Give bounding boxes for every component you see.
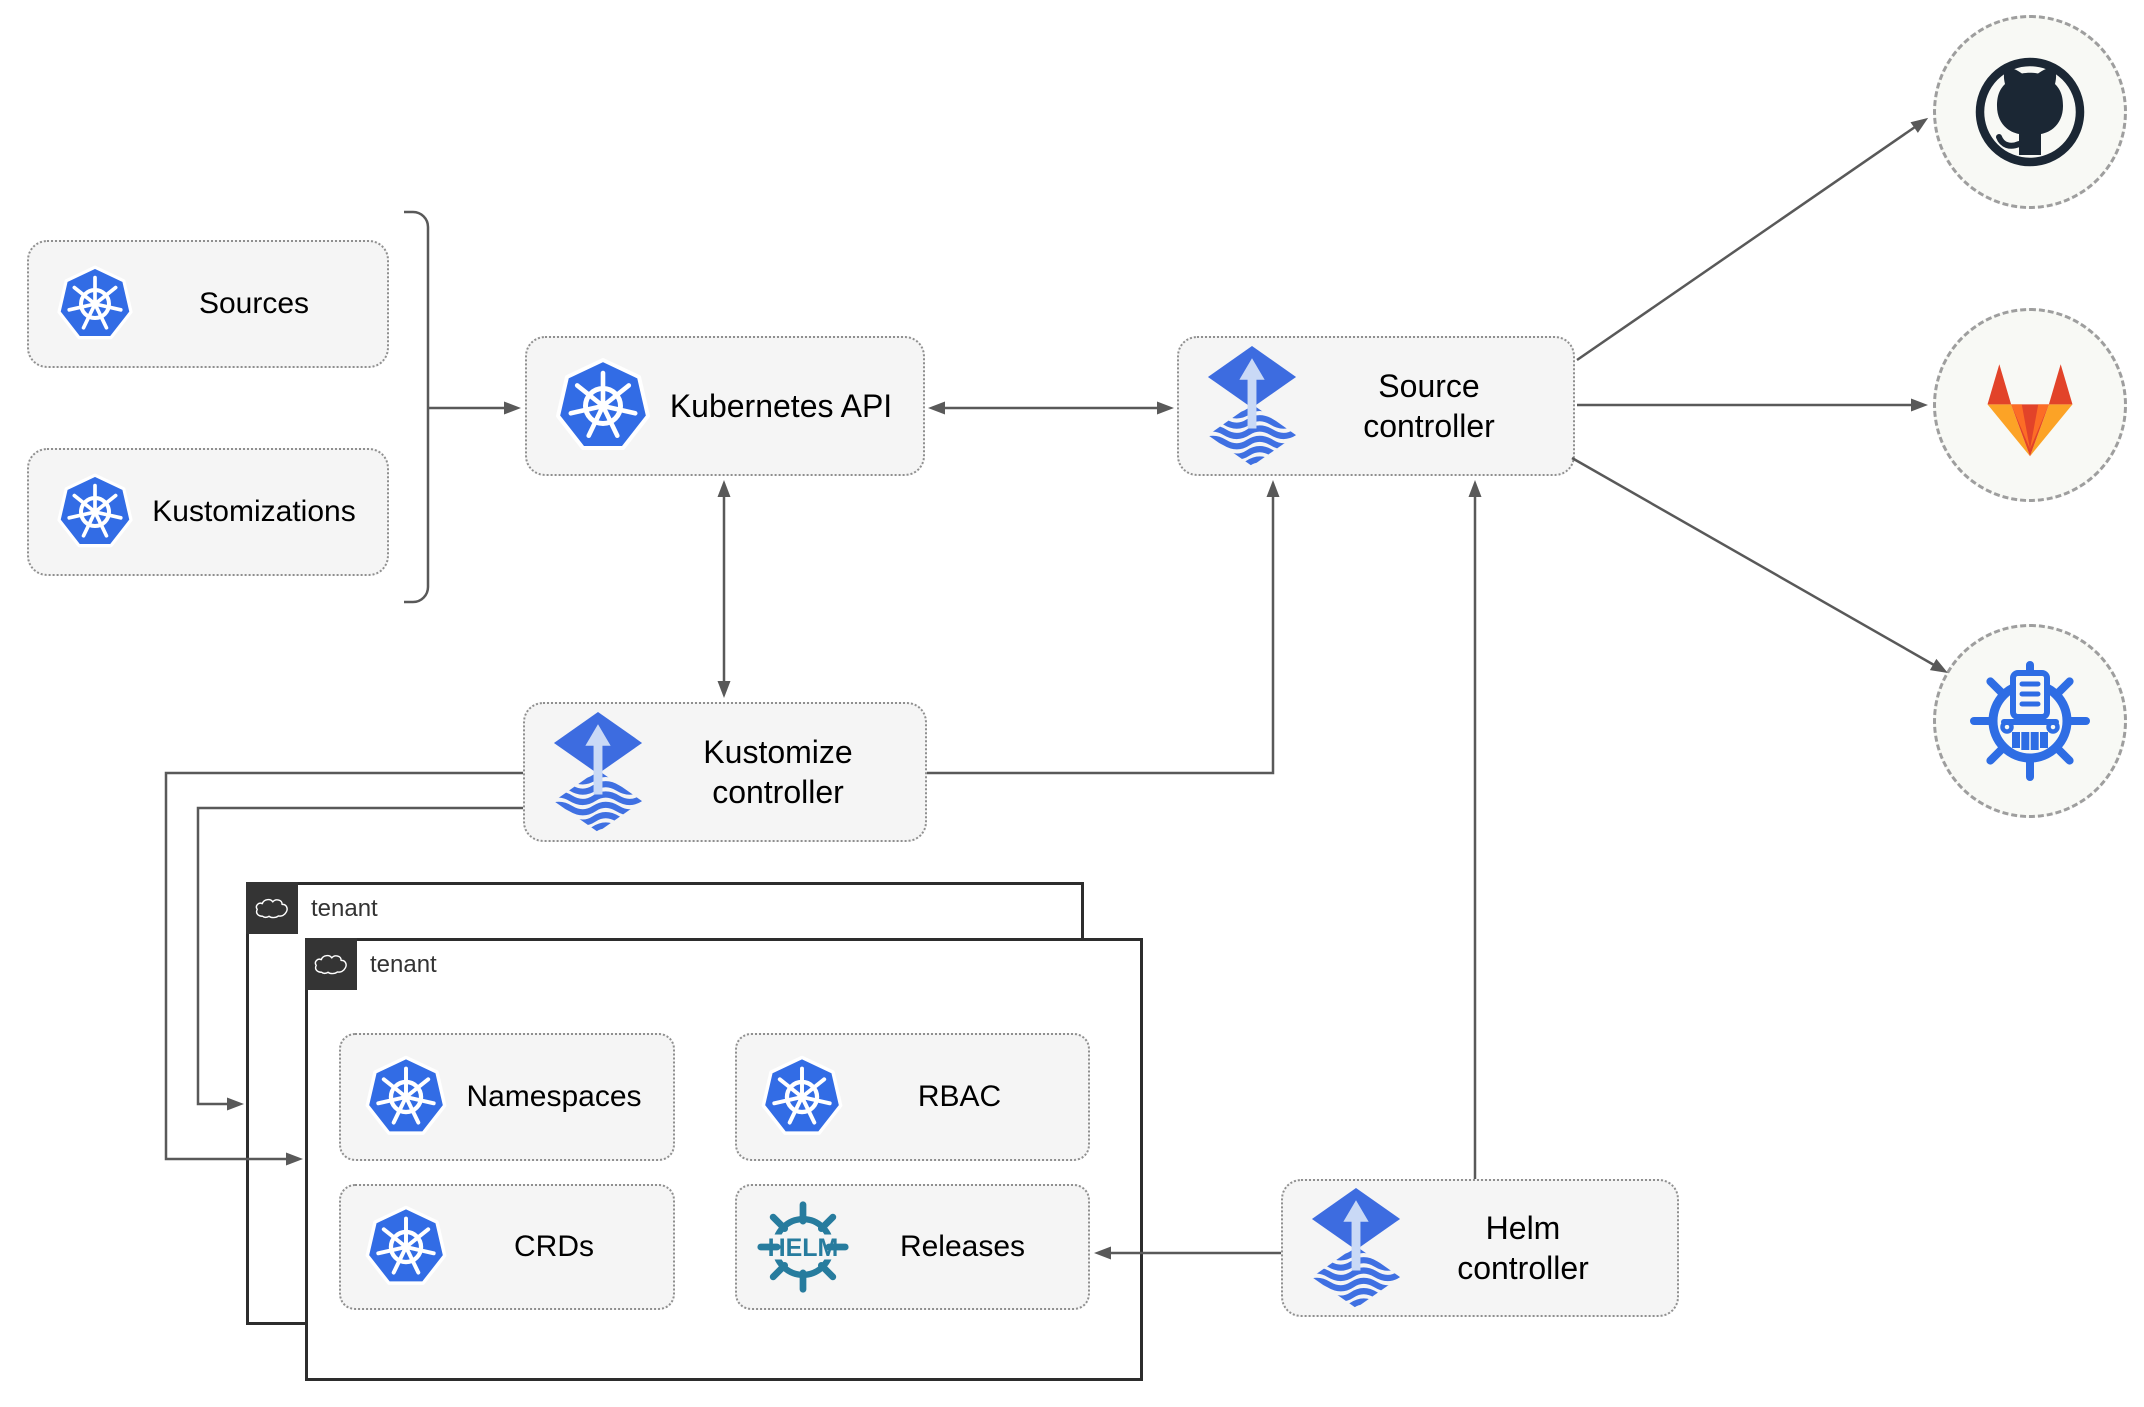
kubernetes-icon bbox=[363, 1054, 449, 1140]
flux-icon bbox=[551, 712, 645, 832]
node-kubernetes-api: Kubernetes API bbox=[525, 336, 925, 476]
kubernetes-icon bbox=[55, 472, 135, 552]
node-releases-label: Releases bbox=[899, 1230, 1026, 1264]
tenant-back-label: tenant bbox=[311, 895, 378, 922]
tenant-back-header bbox=[246, 882, 298, 934]
tenant-front-header bbox=[305, 938, 357, 990]
node-kubernetes-api-label: Kubernetes API bbox=[669, 388, 893, 424]
kubernetes-icon bbox=[553, 356, 653, 456]
flux-icon bbox=[1309, 1188, 1403, 1308]
github-icon bbox=[1975, 57, 2085, 167]
node-kustomizations-label: Kustomizations bbox=[152, 495, 356, 529]
node-sources-label: Sources bbox=[198, 287, 310, 321]
flux-icon bbox=[1205, 346, 1299, 466]
helm-repository-icon bbox=[1970, 661, 2090, 781]
kubernetes-icon bbox=[55, 264, 135, 344]
edge-source-controller-to-helm-repository bbox=[1571, 456, 1948, 673]
node-rbac-label: RBAC bbox=[917, 1080, 1002, 1114]
cloud-icon bbox=[254, 896, 290, 920]
cloud-icon bbox=[313, 952, 349, 976]
node-source-controller-label: Source controller bbox=[1363, 368, 1495, 444]
node-rbac: RBAC bbox=[735, 1033, 1090, 1161]
helm-icon: HELM bbox=[757, 1201, 849, 1293]
node-kustomizations: Kustomizations bbox=[27, 448, 389, 576]
edge-kustomize-controller-to-source-controller bbox=[927, 480, 1280, 775]
node-kustomize-controller-label: Kustomize controller bbox=[703, 734, 853, 810]
endpoint-gitlab bbox=[1933, 308, 2127, 502]
node-source-controller: Source controller bbox=[1177, 336, 1575, 476]
node-releases: HELM Releases bbox=[735, 1184, 1090, 1310]
node-crds: CRDs bbox=[339, 1184, 675, 1310]
edge-source-controller-to-github bbox=[1576, 117, 1929, 362]
node-kustomize-controller: Kustomize controller bbox=[523, 702, 927, 842]
gitlab-icon bbox=[1987, 363, 2073, 456]
node-sources: Sources bbox=[27, 240, 389, 368]
tenant-front-label: tenant bbox=[370, 951, 437, 978]
endpoint-helm-repository bbox=[1933, 624, 2127, 818]
node-namespaces: Namespaces bbox=[339, 1033, 675, 1161]
node-helm-controller: Helm controller bbox=[1281, 1179, 1679, 1317]
node-helm-controller-label: Helm controller bbox=[1457, 1210, 1589, 1286]
group-bracket bbox=[404, 210, 430, 604]
helm-logo-text: HELM bbox=[768, 1234, 839, 1262]
node-namespaces-label: Namespaces bbox=[466, 1080, 642, 1114]
kubernetes-icon bbox=[759, 1054, 845, 1140]
endpoint-github bbox=[1933, 15, 2127, 209]
kubernetes-icon bbox=[363, 1204, 449, 1290]
node-crds-label: CRDs bbox=[514, 1230, 594, 1264]
